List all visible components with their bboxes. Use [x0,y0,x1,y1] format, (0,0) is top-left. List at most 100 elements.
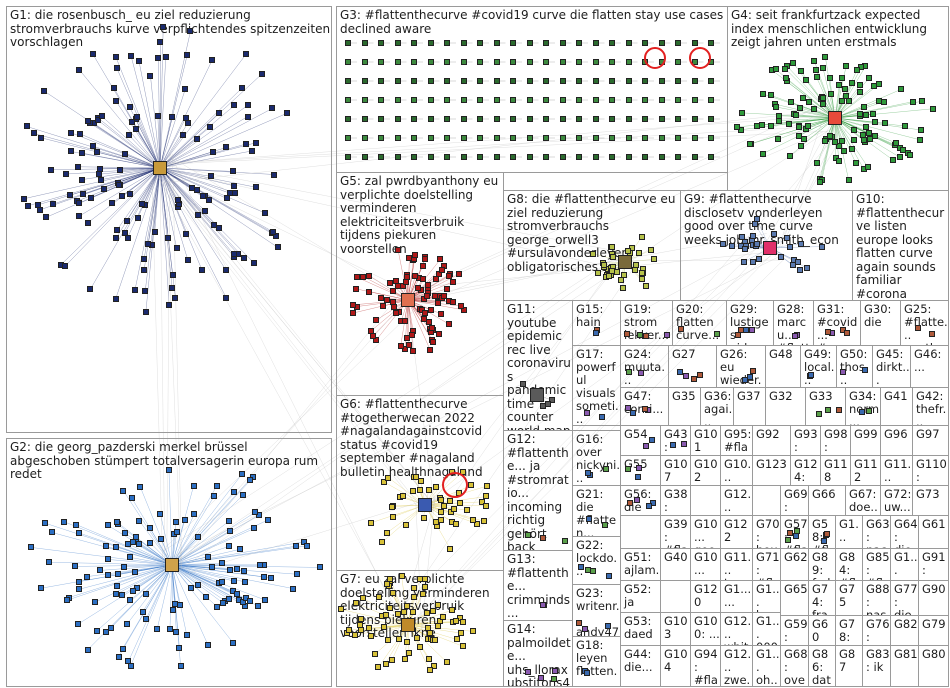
account-node [211,222,218,229]
group-label: G12: #flattenthe... ja #stromratio... in… [507,432,569,551]
account-node [813,74,820,81]
group-cell-g13: G13: #flattenthe... crimminds... aishaty… [503,550,573,621]
account-node [844,330,851,337]
account-node [631,267,638,273]
account-node [481,518,488,525]
account-node [585,566,592,573]
account-node [414,284,421,291]
account-node [368,519,375,526]
account-node [361,135,368,141]
group-cell-g107: G107 [660,455,691,486]
account-node [101,186,107,193]
account-node [477,154,483,160]
group-cell-g118: G118 [820,455,851,486]
group-label: G37 [737,389,761,403]
account-node [823,530,830,537]
account-node [838,98,845,105]
account-node [603,465,610,472]
account-node [594,270,601,277]
account-node [796,123,803,130]
account-node [406,650,413,657]
account-node [635,473,642,480]
account-node [427,78,434,84]
account-node [543,116,549,122]
account-node [114,519,121,526]
account-node [865,130,872,137]
group-label: G68: over [784,647,808,687]
account-node [258,70,265,77]
account-node [642,135,648,141]
account-node [510,135,516,141]
account-node [127,597,134,604]
account-node [642,97,648,103]
account-node [63,171,70,178]
account-node [181,516,188,523]
account-node [749,327,756,334]
account-node [493,59,500,65]
account-node [625,59,632,65]
account-node [772,103,779,110]
group-cell-g86: G86: dat [808,645,836,687]
account-node [767,122,774,129]
account-node [786,153,793,160]
account-node [208,564,215,571]
highlight-loop [644,47,666,69]
account-node [251,525,258,532]
account-node [183,231,190,238]
account-node [422,255,429,262]
account-node [240,254,247,261]
group-cell-g54: G54 [620,425,661,456]
group-label: G87 [839,647,856,674]
highlight-loop [689,47,711,69]
account-node [863,124,870,131]
group-cell-g44: G44: die... [620,645,661,687]
account-node [87,286,94,293]
account-node [103,629,110,636]
account-node [869,111,876,118]
account-node [223,295,230,302]
account-node [134,215,141,221]
account-node [452,618,459,625]
group-cell-g39: G39: #fla... it'll... [660,515,691,549]
group-cell-g104: G104 [660,645,691,687]
account-node [439,267,446,274]
group-cell-g87: G87 [835,645,863,687]
account-node [67,148,74,155]
account-node [493,135,500,141]
account-node [219,599,226,606]
account-node [231,102,238,109]
account-node [617,276,624,283]
account-node [239,470,246,477]
account-node [708,154,714,160]
account-node [345,59,351,65]
account-node [864,163,871,170]
group-label: G67: doe... [849,487,878,516]
group-label: G61 [922,517,946,531]
account-node [157,535,164,542]
account-node [230,251,237,258]
account-node [624,330,631,337]
hub-node [401,293,415,307]
group-label: G98: #flat... [824,427,848,456]
account-node [609,78,615,84]
group-label: G10: #flattenthecurve listen europe look… [856,192,945,301]
account-node [741,258,748,265]
group-cell-g97: G97 [912,425,949,456]
account-node [361,59,368,65]
account-node [405,341,412,348]
group-label: G18: leyen flatten... [576,638,618,687]
account-node [411,40,417,46]
account-node [460,618,467,625]
account-node [97,567,104,574]
account-node [194,136,201,143]
account-node [592,116,599,122]
account-node [420,590,427,597]
account-node [378,116,384,122]
group-label: G65 [784,582,808,596]
account-node [739,234,746,241]
account-node [229,168,236,175]
account-node [811,57,818,64]
account-node [20,195,27,202]
account-node [420,515,427,522]
account-node [433,519,440,526]
